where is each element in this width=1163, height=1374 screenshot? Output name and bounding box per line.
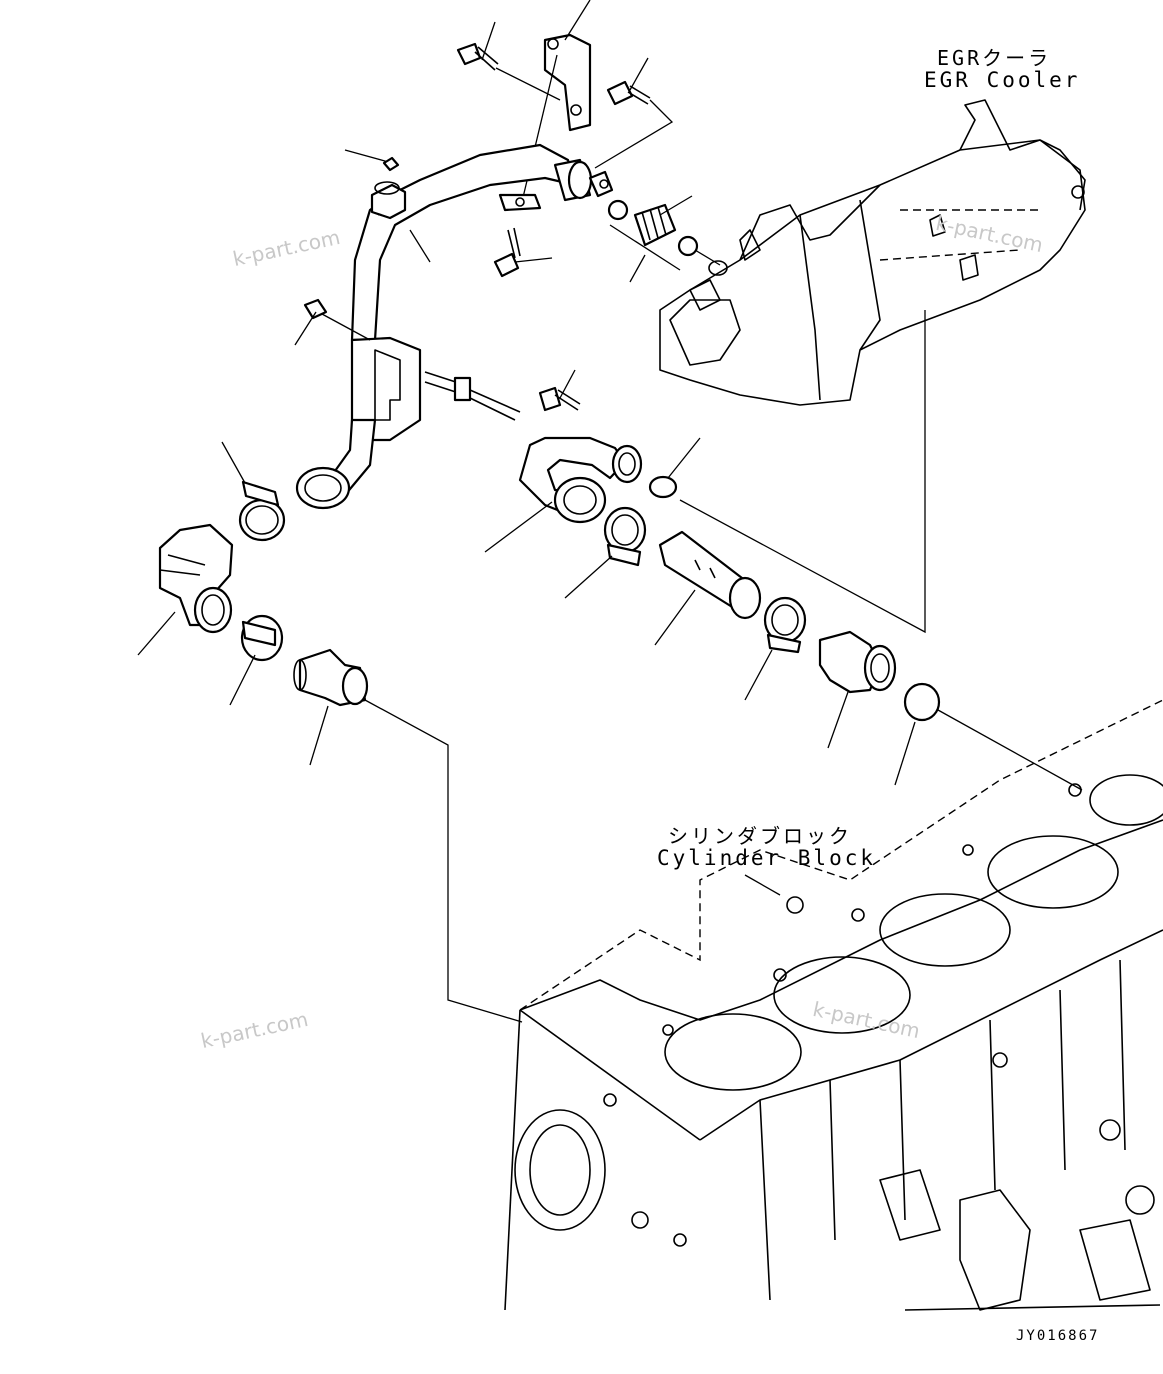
- drawing-code: JY016867: [1016, 1328, 1100, 1344]
- egr-cooler-label-en: EGR Cooler: [924, 68, 1081, 92]
- nut-and-stud: [294, 298, 581, 421]
- cylinder-block-drawing: [504, 699, 1163, 1311]
- center-hoses-and-clamps: [484, 436, 1083, 791]
- egr-cooler-label-jp: EGRクーラ: [937, 46, 1052, 70]
- left-hose-and-clamps: [137, 441, 523, 1023]
- cooler-fitting-group: [607, 195, 728, 283]
- coolant-pipe-assembly: [295, 143, 614, 510]
- bracket-and-bolts: [456, 0, 674, 278]
- cylinder-block-label-jp: シリンダブロック: [668, 824, 852, 848]
- cylinder-block-label-en: Cylinder Block: [657, 846, 877, 870]
- egr-cooler-drawing: [659, 99, 1086, 406]
